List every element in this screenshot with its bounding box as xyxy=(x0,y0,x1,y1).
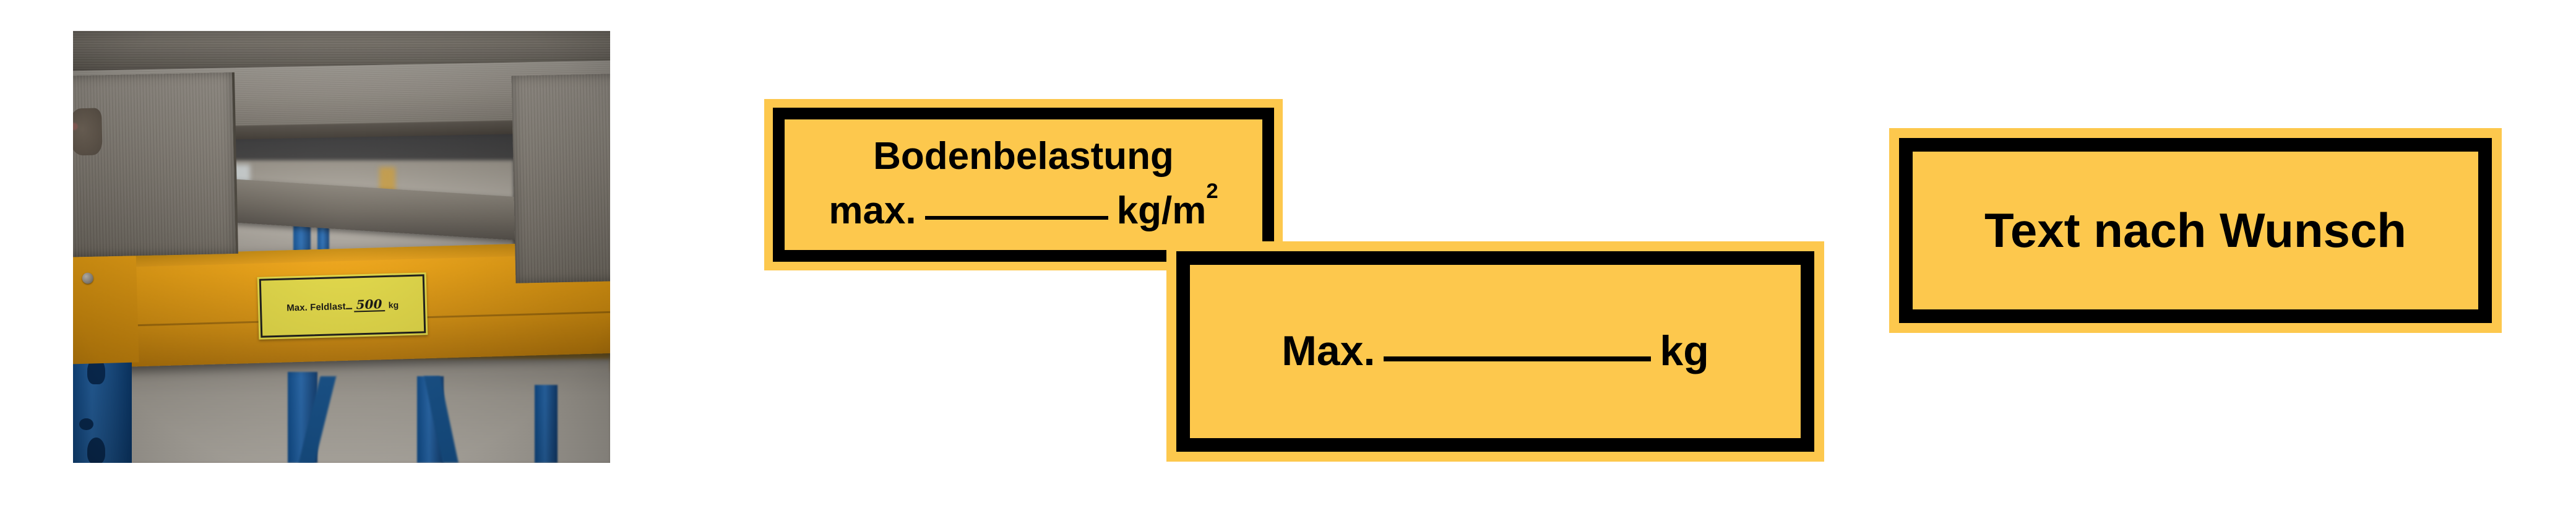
floor-load-sign-frame: Bodenbelastung max. kg/m2 xyxy=(773,108,1274,262)
custom-text-sign-frame: Text nach Wunsch xyxy=(1899,138,2492,323)
custom-text-sign[interactable]: Text nach Wunsch xyxy=(1889,128,2502,333)
photo-capacity-label-inner: Max. Feldlast 500 kg xyxy=(259,274,427,338)
photo-pallet-knot xyxy=(73,107,103,156)
max-kg-sign-unit: kg xyxy=(1660,327,1709,375)
max-kg-sign-frame: Max. kg xyxy=(1176,251,1814,452)
custom-text-sign-title: Text nach Wunsch xyxy=(1984,202,2406,257)
floor-load-sign-title: Bodenbelastung xyxy=(873,135,1174,178)
photo-far-upright xyxy=(535,385,558,463)
photo-pallet-block-right xyxy=(511,72,610,283)
photo-capacity-label-value: 500 xyxy=(353,297,386,313)
photo-capacity-label-lead-rule xyxy=(346,308,353,310)
max-kg-sign-blank-rule[interactable] xyxy=(1384,356,1652,362)
floor-load-sign-unit-text: kg/m xyxy=(1116,189,1207,232)
floor-load-sign-value-row: max. kg/m2 xyxy=(801,180,1246,232)
photo-capacity-label-row: Max. Feldlast 500 kg xyxy=(286,297,399,314)
photo-upright-slot xyxy=(87,438,105,463)
photo-bolt xyxy=(82,272,94,285)
photo-beam-bracket xyxy=(73,246,139,364)
rack-photo: Max. Feldlast 500 kg xyxy=(73,31,610,463)
max-kg-sign-value-row: Max. kg xyxy=(1190,327,1801,375)
photo-upright-hole xyxy=(79,418,93,431)
photo-capacity-label: Max. Feldlast 500 kg xyxy=(257,272,429,340)
photo-capacity-label-prefix: Max. Feldlast xyxy=(286,301,347,314)
floor-load-sign-unit-superscript: 2 xyxy=(1206,179,1218,203)
floor-load-sign-prefix: max. xyxy=(829,189,916,232)
max-kg-sign[interactable]: Max. kg xyxy=(1166,241,1824,462)
rack-photo-scene: Max. Feldlast 500 kg xyxy=(73,31,610,463)
photo-pallet-block-left xyxy=(73,72,239,258)
floor-load-sign-blank-rule[interactable] xyxy=(924,215,1108,220)
max-kg-sign-prefix: Max. xyxy=(1282,327,1376,375)
floor-load-sign-unit: kg/m2 xyxy=(1116,180,1218,232)
photo-capacity-label-unit: kg xyxy=(388,300,399,311)
photo-background-lower-wall xyxy=(73,359,610,463)
